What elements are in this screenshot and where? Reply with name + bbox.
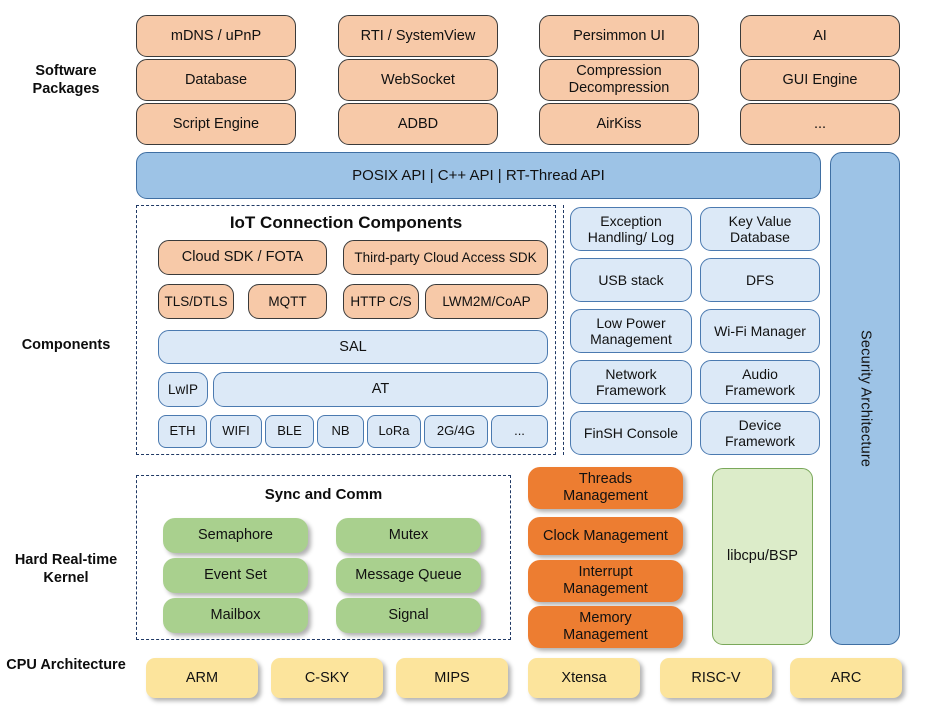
software-package-box[interactable]: ADBD: [338, 103, 498, 145]
sync-comm-box[interactable]: Mailbox: [163, 598, 308, 633]
cpu-architecture-box[interactable]: ARM: [146, 658, 258, 698]
software-package-box[interactable]: AirKiss: [539, 103, 699, 145]
component-box[interactable]: Low Power Management: [570, 309, 692, 353]
component-box[interactable]: Network Framework: [570, 360, 692, 404]
iot-component-box[interactable]: TLS/DTLS: [158, 284, 234, 319]
iot-component-box[interactable]: Cloud SDK / FOTA: [158, 240, 327, 275]
iot-link-box[interactable]: NB: [317, 415, 364, 448]
kernel-management-box[interactable]: Interrupt Management: [528, 560, 683, 602]
iot-component-box[interactable]: Third-party Cloud Access SDK: [343, 240, 548, 275]
software-package-box[interactable]: Script Engine: [136, 103, 296, 145]
iot-connection-components-container: [136, 205, 556, 455]
cpu-architecture-box[interactable]: MIPS: [396, 658, 508, 698]
iot-connection-components-title: IoT Connection Components: [229, 213, 463, 232]
sync-and-comm-container: [136, 475, 511, 640]
component-box[interactable]: DFS: [700, 258, 820, 302]
sync-comm-box[interactable]: Semaphore: [163, 518, 308, 553]
iot-component-box[interactable]: MQTT: [248, 284, 327, 319]
cpu-architecture-box[interactable]: ARC: [790, 658, 902, 698]
software-package-box[interactable]: WebSocket: [338, 59, 498, 101]
iot-lwip-box[interactable]: LwIP: [158, 372, 208, 407]
security-architecture-label: Security Architecture: [857, 329, 874, 468]
software-package-box[interactable]: AI: [740, 15, 900, 57]
cpu-architecture-box[interactable]: C-SKY: [271, 658, 383, 698]
sync-comm-box[interactable]: Signal: [336, 598, 481, 633]
iot-sal-box[interactable]: SAL: [158, 330, 548, 364]
software-package-box[interactable]: ...: [740, 103, 900, 145]
iot-link-box[interactable]: ...: [491, 415, 548, 448]
software-package-box[interactable]: RTI / SystemView: [338, 15, 498, 57]
sync-comm-box[interactable]: Event Set: [163, 558, 308, 593]
security-architecture-column[interactable]: Security Architecture: [830, 152, 900, 645]
kernel-management-box[interactable]: Memory Management: [528, 606, 683, 648]
software-package-box[interactable]: GUI Engine: [740, 59, 900, 101]
iot-component-box[interactable]: HTTP C/S: [343, 284, 419, 319]
section-label-components: Components: [21, 337, 111, 353]
kernel-management-box[interactable]: Clock Management: [528, 517, 683, 555]
section-label-software-packages: Software Packages: [32, 63, 100, 98]
iot-link-box[interactable]: LoRa: [367, 415, 421, 448]
component-box[interactable]: Audio Framework: [700, 360, 820, 404]
cpu-architecture-box[interactable]: Xtensa: [528, 658, 640, 698]
libcpu-bsp-box[interactable]: libcpu/BSP: [712, 468, 813, 645]
section-label-cpu-architecture: CPU Architecture: [6, 657, 126, 673]
kernel-management-box[interactable]: Threads Management: [528, 467, 683, 509]
section-label-kernel: Hard Real-time Kernel: [14, 552, 118, 587]
software-package-box[interactable]: Database: [136, 59, 296, 101]
components-right-container: [563, 205, 823, 455]
iot-link-box[interactable]: ETH: [158, 415, 207, 448]
sync-comm-box[interactable]: Mutex: [336, 518, 481, 553]
iot-component-box[interactable]: LWM2M/CoAP: [425, 284, 548, 319]
iot-link-box[interactable]: 2G/4G: [424, 415, 488, 448]
api-bar[interactable]: POSIX API | C++ API | RT-Thread API: [136, 152, 821, 199]
component-box[interactable]: Key Value Database: [700, 207, 820, 251]
component-box[interactable]: USB stack: [570, 258, 692, 302]
iot-link-box[interactable]: BLE: [265, 415, 314, 448]
cpu-architecture-box[interactable]: RISC-V: [660, 658, 772, 698]
component-box[interactable]: Device Framework: [700, 411, 820, 455]
software-package-box[interactable]: Compression Decompression: [539, 59, 699, 101]
iot-at-box[interactable]: AT: [213, 372, 548, 407]
component-box[interactable]: FinSH Console: [570, 411, 692, 455]
software-package-box[interactable]: Persimmon UI: [539, 15, 699, 57]
iot-link-box[interactable]: WIFI: [210, 415, 262, 448]
software-package-box[interactable]: mDNS / uPnP: [136, 15, 296, 57]
sync-and-comm-title: Sync and Comm: [264, 486, 383, 503]
component-box[interactable]: Wi-Fi Manager: [700, 309, 820, 353]
component-box[interactable]: Exception Handling/ Log: [570, 207, 692, 251]
sync-comm-box[interactable]: Message Queue: [336, 558, 481, 593]
